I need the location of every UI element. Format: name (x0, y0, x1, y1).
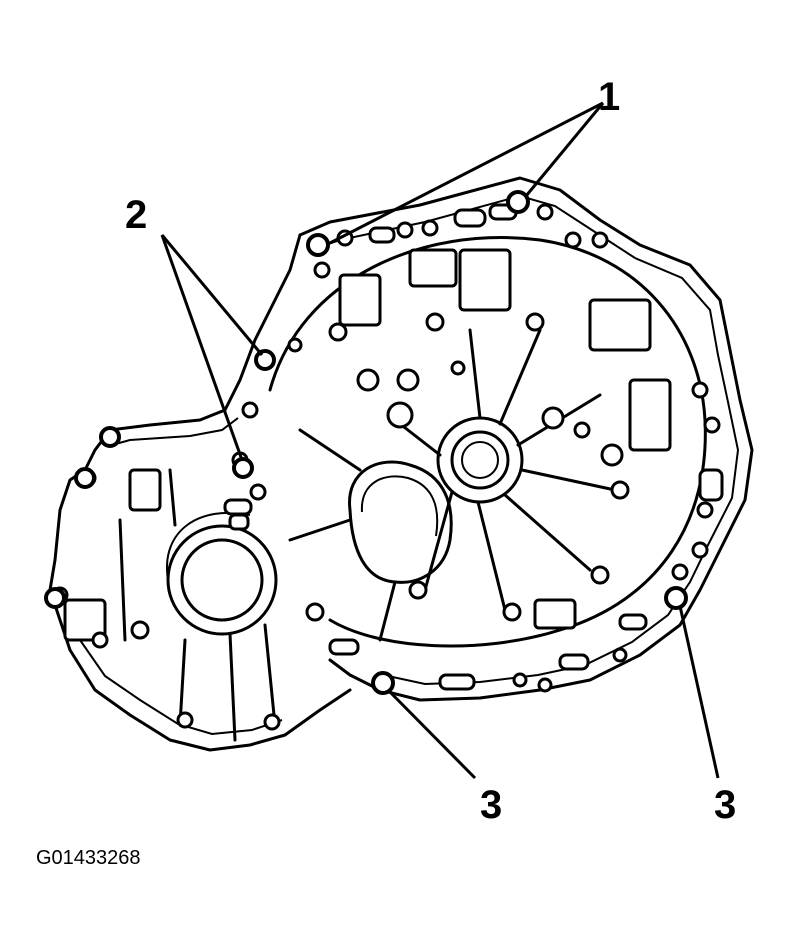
leader-2b (160, 234, 244, 461)
case-bosses (63, 248, 672, 731)
callout-3a: 3 (480, 783, 502, 827)
bolt-3a (371, 671, 395, 695)
bolt-2b (232, 457, 254, 479)
bolt-3b (664, 586, 688, 610)
leader-3b (678, 605, 720, 779)
bolt-1b (506, 190, 530, 214)
bolt-left-c (44, 587, 66, 609)
leader-3a (386, 688, 477, 780)
case-ribs (288, 328, 617, 642)
callout-1: 1 (598, 75, 620, 119)
bolt-left-b (74, 467, 96, 489)
leader-1b (524, 102, 605, 197)
callout-2: 2 (125, 193, 147, 237)
called-out-bolts (44, 190, 688, 695)
flange-holes (51, 203, 724, 693)
bolt-1a (306, 233, 330, 257)
bolt-left-a (99, 426, 121, 448)
left-case-ribs (118, 468, 277, 742)
bolt-2a (254, 349, 276, 371)
leader-2a (160, 234, 264, 356)
transaxle-case-illustration (44, 176, 754, 752)
figure-id: G01433268 (36, 847, 141, 869)
leader-1a (329, 101, 604, 245)
callout-3b: 3 (714, 783, 736, 827)
leader-lines (160, 101, 720, 780)
